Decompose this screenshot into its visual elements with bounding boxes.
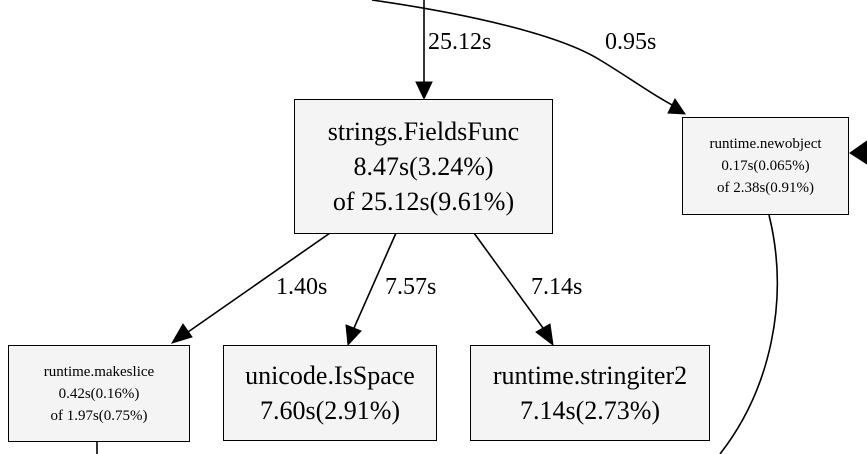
- node-name: runtime.newobject: [709, 136, 822, 152]
- edge-label-to-stringiter2: 7.14s: [531, 274, 583, 300]
- node-name: strings.FieldsFunc: [327, 117, 520, 146]
- node-cum-time: of 1.97s(0.75%): [50, 407, 148, 424]
- edge-label-to-makeslice: 1.40s: [276, 274, 328, 300]
- arrowhead-right-into-newobject: [849, 140, 867, 165]
- node-name: unicode.IsSpace: [245, 361, 415, 390]
- arrowhead-to-stringiter2: [535, 323, 554, 347]
- node-runtime-stringiter2[interactable]: runtime.stringiter2 7.14s(2.73%): [470, 345, 710, 441]
- node-name: runtime.makeslice: [43, 363, 155, 380]
- arrowhead-to-makeslice: [170, 323, 193, 344]
- node-flat-time: 7.14s(2.73%): [519, 396, 661, 425]
- edge-newobject-down[interactable]: [719, 214, 778, 454]
- edge-label-into-newobject: 0.95s: [605, 29, 657, 55]
- node-flat-time: 7.60s(2.91%): [259, 396, 401, 425]
- arrowhead-into-newobject: [667, 98, 686, 115]
- node-cum-time: of 25.12s(9.61%): [332, 187, 515, 216]
- node-strings-fieldsfunc[interactable]: strings.FieldsFunc 8.47s(3.24%) of 25.12…: [294, 99, 553, 234]
- node-flat-time: 8.47s(3.24%): [353, 152, 494, 181]
- edge-label-into-fieldsfunc: 25.12s: [428, 29, 492, 55]
- node-flat-time: 0.17s(0.065%): [721, 158, 810, 174]
- edge-fieldsfunc-to-stringiter2[interactable]: [473, 232, 544, 329]
- edge-fieldsfunc-to-makeslice[interactable]: [187, 232, 331, 333]
- node-runtime-makeslice[interactable]: runtime.makeslice 0.42s(0.16%) of 1.97s(…: [8, 345, 190, 442]
- node-runtime-newobject[interactable]: runtime.newobject 0.17s(0.065%) of 2.38s…: [682, 117, 849, 215]
- node-flat-time: 0.42s(0.16%): [58, 385, 140, 402]
- arrowhead-into-fieldsfunc: [415, 81, 433, 101]
- edge-fieldsfunc-to-isspace[interactable]: [353, 232, 397, 329]
- node-cum-time: of 2.38s(0.91%): [716, 180, 815, 196]
- node-name: runtime.stringiter2: [492, 361, 688, 390]
- arrowhead-to-isspace: [345, 324, 362, 347]
- edge-label-to-isspace: 7.57s: [385, 274, 437, 300]
- edge-into-newobject[interactable]: [371, 0, 683, 111]
- node-unicode-isspace[interactable]: unicode.IsSpace 7.60s(2.91%): [223, 345, 437, 441]
